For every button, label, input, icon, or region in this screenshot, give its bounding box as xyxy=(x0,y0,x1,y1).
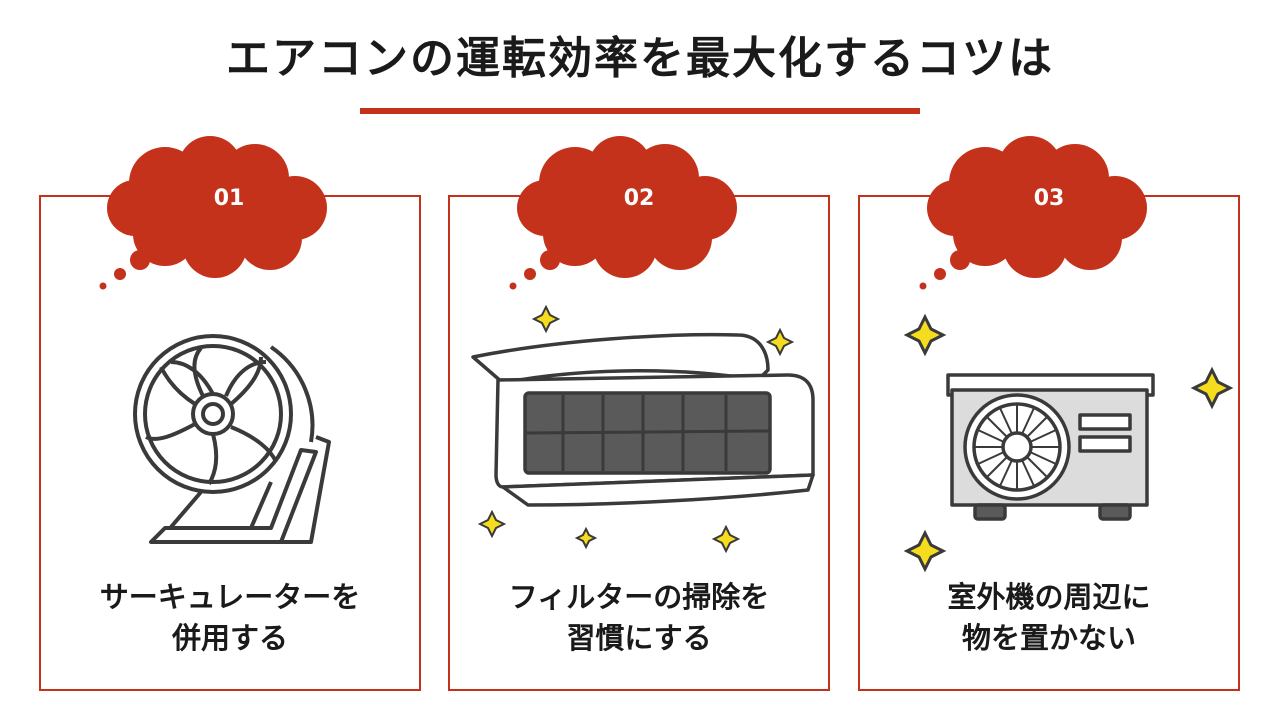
page-title: エアコンの運転効率を最大化するコツは xyxy=(226,33,1054,84)
tip-card-3-text: 室外機の周辺に 物を置かない xyxy=(860,577,1238,659)
tip-card-2-text: フィルターの掃除を 習慣にする xyxy=(450,577,828,659)
tip-card-3: 室外機の周辺に 物を置かない xyxy=(858,195,1240,691)
tip-card-2: フィルターの掃除を 習慣にする xyxy=(448,195,830,691)
tip-number-1: 01 xyxy=(213,186,245,211)
bubble-1 xyxy=(99,136,327,290)
tip-card-2-line-2: 習慣にする xyxy=(566,621,712,655)
tip-card-2-line-1: フィルターの掃除を xyxy=(508,580,770,614)
tip-number-2: 02 xyxy=(623,186,655,211)
bubble-2 xyxy=(509,136,737,290)
bubble-3 xyxy=(919,136,1147,290)
title-underline xyxy=(360,108,920,114)
circulator-fan-icon xyxy=(133,334,331,544)
tip-card-1-line-1: サーキュレーターを xyxy=(99,580,361,614)
tip-card-1: サーキュレーターを 併用する xyxy=(39,195,421,691)
tip-card-1-text: サーキュレーターを 併用する xyxy=(41,577,419,659)
tip-card-3-line-1: 室外機の周辺に xyxy=(947,580,1151,614)
tip-number-3: 03 xyxy=(1033,186,1065,211)
tip-card-3-line-2: 物を置かない xyxy=(961,621,1136,655)
tip-card-1-line-2: 併用する xyxy=(171,621,288,655)
air-conditioner-filter-icon xyxy=(471,304,815,554)
outdoor-unit-icon xyxy=(903,313,1234,573)
